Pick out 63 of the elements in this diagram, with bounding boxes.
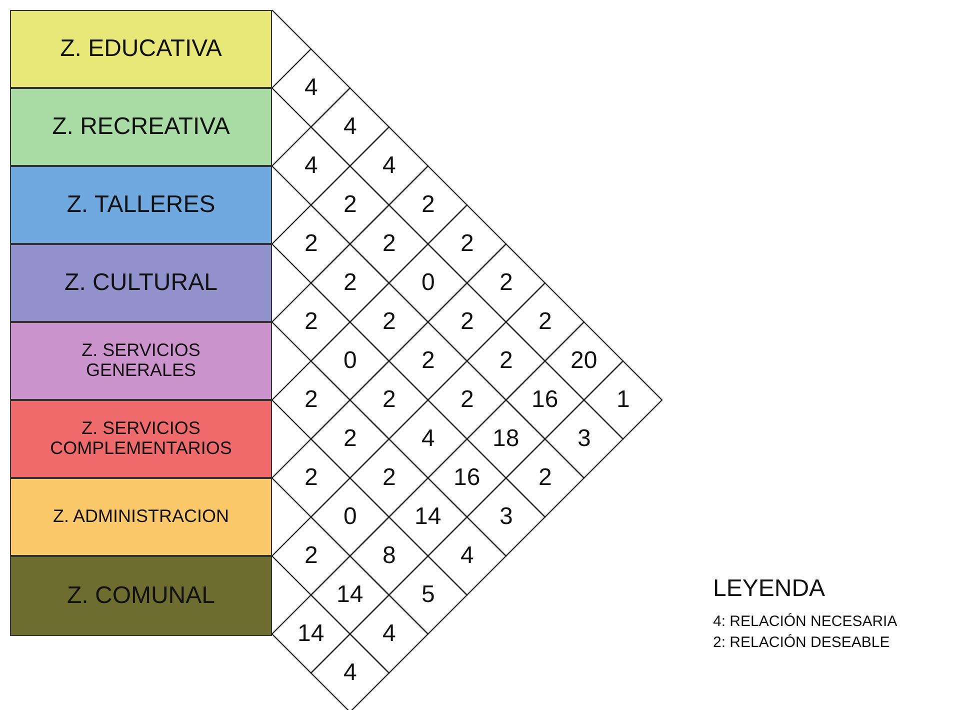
relation-value: 2 xyxy=(304,310,318,334)
relation-value: 2 xyxy=(304,544,318,568)
zone-name: Z. EDUCATIVA xyxy=(60,36,222,62)
relation-value: 2 xyxy=(538,310,552,334)
relation-value: 2 xyxy=(382,388,396,412)
relation-value: 2 xyxy=(460,232,474,256)
zone-box xyxy=(10,244,272,322)
zone-name: Z. ADMINISTRACION xyxy=(52,507,229,527)
relation-value: 4 xyxy=(382,622,396,646)
relation-value: 2 xyxy=(344,427,357,451)
relation-value: 5 xyxy=(422,583,435,607)
relation-value: 0 xyxy=(422,271,435,295)
relation-value: 2 xyxy=(500,271,513,295)
zone-box xyxy=(10,322,272,400)
legend-title: LEYENDA xyxy=(713,575,826,603)
relation-value: 2 xyxy=(460,388,474,412)
relation-value: 1 xyxy=(616,388,630,412)
zone-name: Z. RECREATIVA xyxy=(52,114,230,140)
zone-box xyxy=(10,10,272,88)
relation-value: 2 xyxy=(538,466,552,490)
relation-value: 2 xyxy=(304,388,318,412)
relation-value: 20 xyxy=(570,349,598,373)
relation-value: 2 xyxy=(304,232,318,256)
relation-value: 4 xyxy=(344,661,357,685)
relation-value: 2 xyxy=(344,193,357,217)
relation-value: 4 xyxy=(422,427,435,451)
zone-box xyxy=(10,556,272,636)
zone-name: Z. SERVICIOS GENERALES xyxy=(80,341,202,381)
relation-value: 18 xyxy=(492,427,520,451)
relation-value: 2 xyxy=(382,466,396,490)
relation-value: 14 xyxy=(414,505,442,529)
relation-value: 3 xyxy=(578,427,591,451)
relation-value: 2 xyxy=(460,310,474,334)
zone-box xyxy=(10,478,272,556)
relation-value: 8 xyxy=(382,544,396,568)
relation-value: 2 xyxy=(304,466,318,490)
relation-value: 2 xyxy=(382,310,396,334)
relation-value: 0 xyxy=(344,505,357,529)
relation-value: 2 xyxy=(500,349,513,373)
relation-value: 0 xyxy=(344,349,357,373)
relation-value: 2 xyxy=(344,271,357,295)
relation-value: 4 xyxy=(304,154,318,178)
zone-name: Z. SERVICIOS COMPLEMENTARIOS xyxy=(49,419,233,459)
relation-value: 2 xyxy=(422,193,435,217)
relation-value: 2 xyxy=(422,349,435,373)
zone-box xyxy=(10,166,272,244)
legend-entry: 2: RELACIÓN DESEABLE xyxy=(713,634,890,651)
relation-value: 14 xyxy=(298,622,324,646)
relation-value: 4 xyxy=(304,76,318,100)
relation-value: 2 xyxy=(382,232,396,256)
relation-value: 4 xyxy=(460,544,474,568)
zone-name: Z. CULTURAL xyxy=(64,270,218,296)
zone-name: Z. TALLERES xyxy=(66,192,216,218)
zone-box xyxy=(10,88,272,166)
legend-entry: 4: RELACIÓN NECESARIA xyxy=(713,613,898,630)
relation-value: 16 xyxy=(454,466,480,490)
relation-value: 3 xyxy=(500,505,513,529)
relation-value: 14 xyxy=(336,583,364,607)
relation-value: 4 xyxy=(382,154,396,178)
zone-box xyxy=(10,400,272,478)
relation-value: 4 xyxy=(344,115,357,139)
zone-name: Z. COMUNAL xyxy=(66,582,215,610)
relation-value: 16 xyxy=(532,388,558,412)
